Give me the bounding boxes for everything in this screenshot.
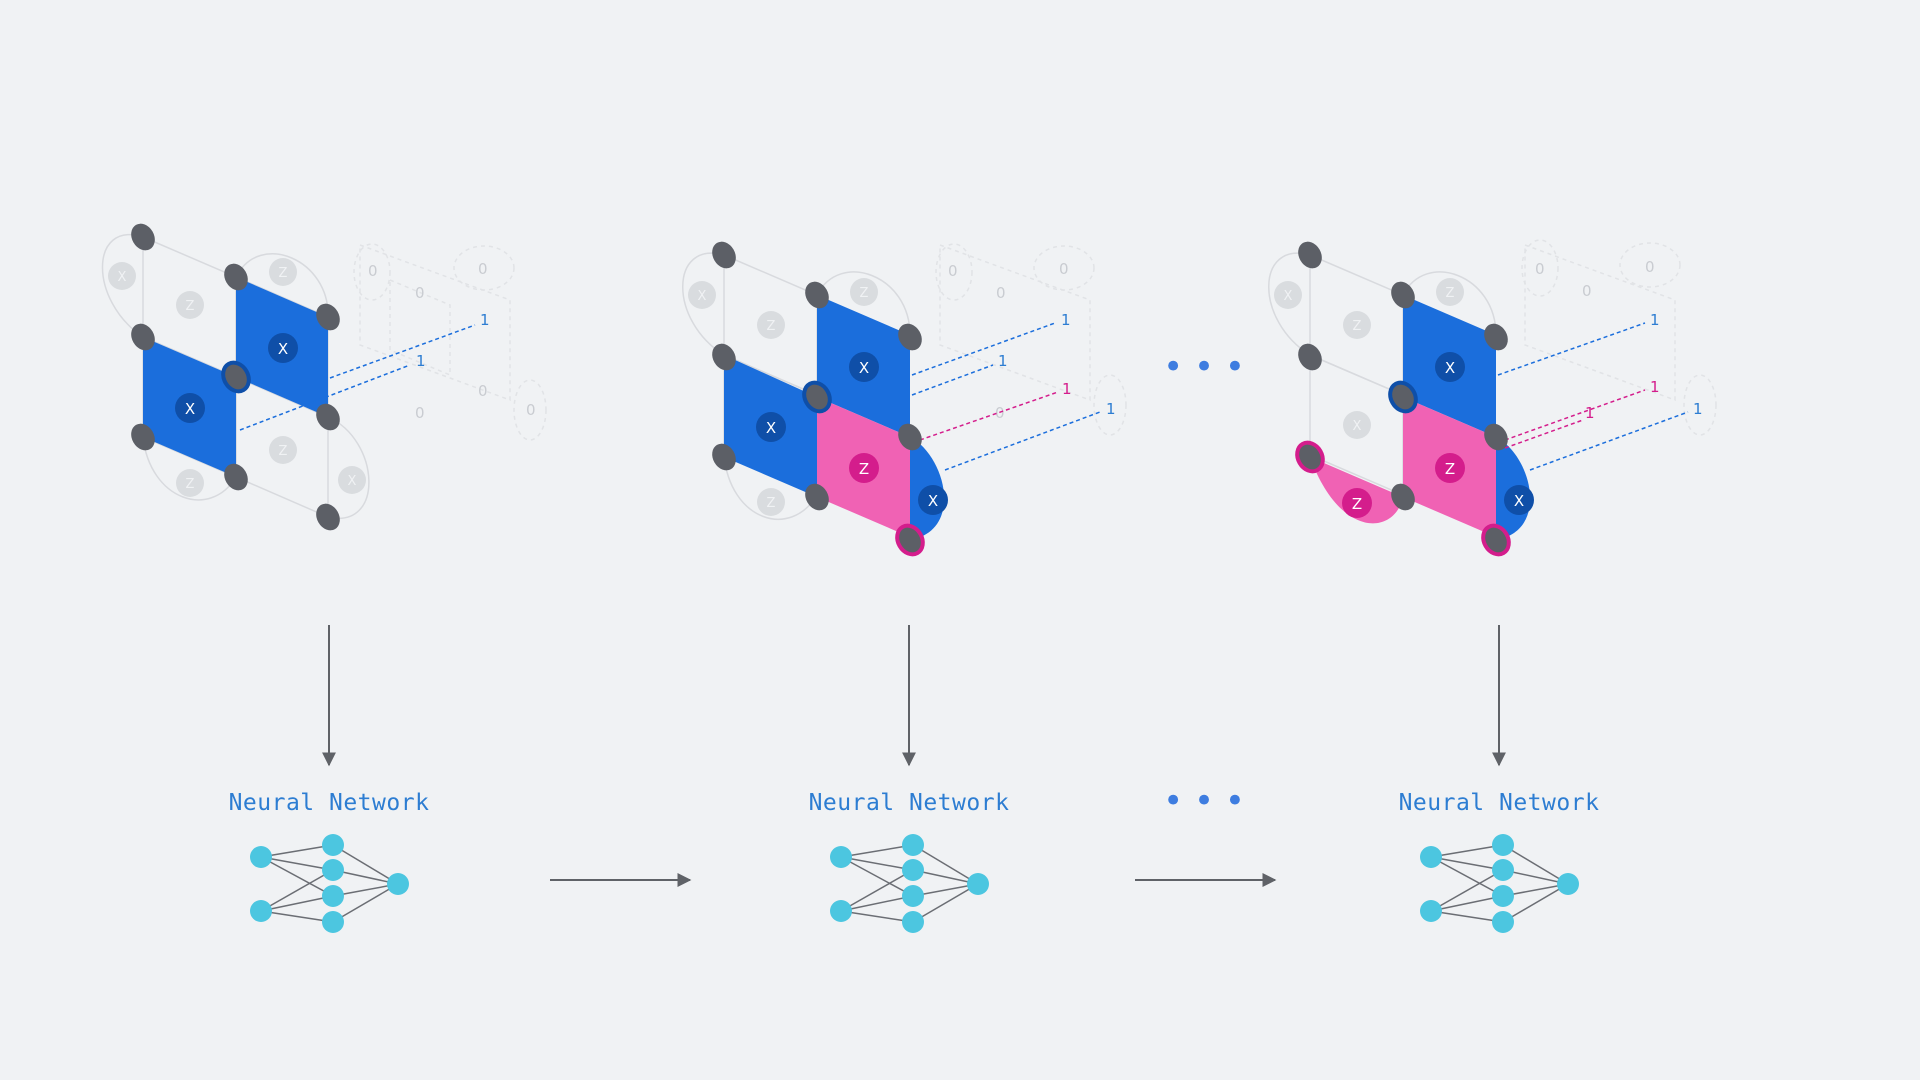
svg-text:Z: Z [860,286,869,301]
ghost-value: 0 [478,382,488,400]
stabilizer-x-label: X [859,359,869,377]
ghost-value: 0 [948,262,958,280]
ellipsis-bottom: • • • [1163,781,1245,821]
neural-network-icon [250,834,409,933]
stabilizer-z-label: Z [1352,495,1362,513]
neural-network-label: Neural Network [1398,790,1600,816]
syndrome-line [911,364,994,396]
error-qubit [802,380,832,414]
svg-text:Z: Z [1446,286,1455,301]
error-qubit [895,523,925,557]
ghost-value: 0 [1535,260,1545,278]
stabilizer-z-label: Z [859,460,869,478]
ghost-stabilizers: X Z Z Z Z X [108,258,366,497]
syndrome-line [1504,389,1646,441]
svg-text:Z: Z [1353,319,1362,334]
syndrome-value: 1 [1106,400,1116,418]
ghost-stabilizers: X Z Z Z [688,278,878,516]
ghost-value: 0 [478,260,488,278]
syndrome-value: 1 [1061,311,1071,329]
ghost-value: 0 [1645,258,1655,276]
error-qubit [1481,523,1511,557]
stage-2-lattice: 0 0 0 0 X Z Z Z X X Z X [682,241,1127,557]
svg-text:Z: Z [767,319,776,334]
svg-text:Z: Z [279,444,288,459]
stabilizer-x-label: X [1514,492,1524,510]
data-qubits [1298,241,1508,511]
svg-text:X: X [1284,289,1293,304]
data-qubits [712,241,922,511]
ghost-value: 0 [368,262,378,280]
stage-3-lattice: 0 0 0 X Z Z X X Z X Z [1268,239,1717,557]
ghost-value: 0 [526,401,536,419]
ghost-syndrome-layer [1521,239,1717,436]
syndrome-value: 1 [416,352,426,370]
syndrome-line [329,324,476,379]
neural-network-icon [1420,834,1579,933]
ghost-value: 0 [996,284,1006,302]
data-qubits [131,223,340,531]
ghost-value: 0 [415,284,425,302]
ghost-value: 0 [1582,282,1592,300]
stabilizer-x-label: X [928,492,938,510]
syndrome-line [1529,411,1689,471]
neural-network-label: Neural Network [228,790,430,816]
syndrome-value: 1 [998,352,1008,370]
error-qubit [1388,380,1418,414]
svg-text:X: X [118,270,127,285]
stage-1-lattice: 0 0 0 0 0 0 X Z Z Z Z X [101,223,547,531]
neural-network-icon [830,834,989,933]
svg-text:Z: Z [186,299,195,314]
svg-text:Z: Z [186,477,195,492]
svg-text:Z: Z [279,266,288,281]
ghost-value: 0 [1059,260,1069,278]
syndrome-value: 1 [1650,378,1660,396]
stabilizer-x-label: X [1445,359,1455,377]
syndrome-line [1497,322,1646,376]
syndrome-value: 1 [1650,311,1660,329]
ghost-stabilizers: X Z Z X [1274,278,1464,439]
ellipsis-top: • • • [1163,347,1245,387]
syndrome-value: 1 [1062,380,1072,398]
ghost-syndrome-layer [353,243,547,441]
syndrome-line [919,391,1059,441]
ghost-syndrome-layer [935,243,1127,436]
syndrome-value: 1 [1585,404,1595,422]
error-qubit [221,360,251,394]
neural-network-label: Neural Network [808,790,1010,816]
stabilizer-x-label: X [278,340,288,358]
error-qubit [1295,440,1325,474]
syndrome-line [1504,419,1584,449]
svg-text:Z: Z [767,496,776,511]
syndrome-value: 1 [1693,400,1703,418]
stabilizer-x-label: X [766,419,776,437]
syndrome-line [944,411,1101,471]
stabilizer-z-label: Z [1445,460,1455,478]
svg-text:X: X [698,289,707,304]
ghost-value: 0 [415,404,425,422]
syndrome-line [239,364,411,431]
svg-text:X: X [1353,419,1362,434]
stabilizer-x-label: X [185,400,195,418]
syndrome-value: 1 [480,311,490,329]
syndrome-line [911,322,1056,376]
svg-text:X: X [348,474,357,489]
